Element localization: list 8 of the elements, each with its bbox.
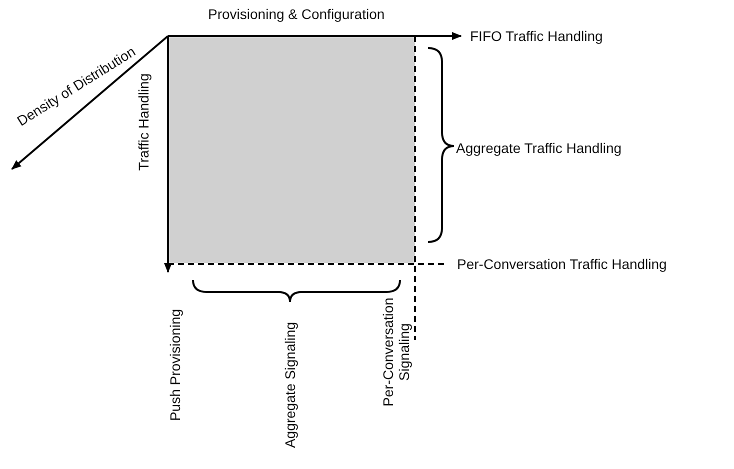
line-label: Per-Conversation Traffic Handling <box>457 256 667 272</box>
axis-label: Provisioning & Configuration <box>208 6 385 22</box>
brace-label: Aggregate Signaling <box>282 322 298 448</box>
axis-label: Traffic Handling <box>135 73 152 171</box>
line-label: Per-Conversation Signaling <box>380 297 412 407</box>
axis-label: Push Provisioning <box>167 308 184 422</box>
brace-label: Aggregate Traffic Handling <box>456 140 622 156</box>
axis-label: FIFO Traffic Handling <box>470 28 603 44</box>
